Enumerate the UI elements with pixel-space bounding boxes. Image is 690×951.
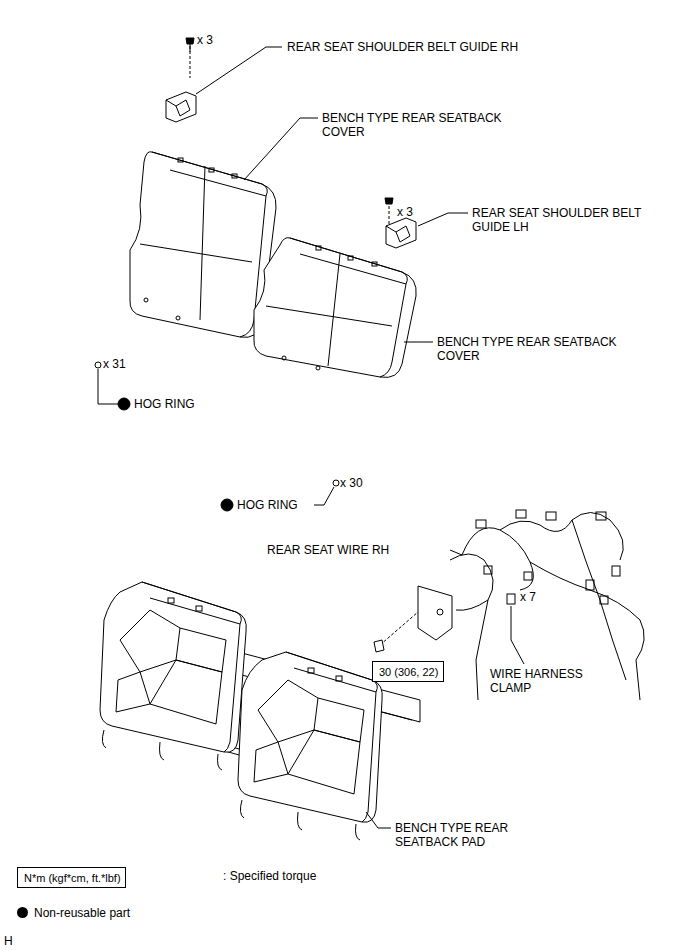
part-name: HOG RING [237, 498, 298, 512]
legend-swatch [17, 907, 28, 918]
part-name: REAR SEAT SHOULDER BELT GUIDE LH [472, 206, 662, 234]
part-name: HOG RING [134, 397, 195, 411]
leader-lines [98, 47, 524, 828]
torque-box: 30 (306, 22) [372, 661, 444, 682]
part-name: BENCH TYPE REAR SEATBACK PAD [395, 821, 555, 849]
belt-guide-rh [166, 38, 196, 122]
quantity: x 7 [520, 590, 536, 604]
legend-text: : Specified torque [223, 869, 316, 883]
quantity: x 3 [197, 33, 213, 47]
wire-harness [374, 510, 644, 700]
seatback-pad [100, 582, 420, 840]
seatback-cover-right [254, 238, 416, 378]
quantity: x 30 [340, 476, 363, 490]
box-text: 30 (306, 22) [379, 666, 437, 679]
belt-guide-lh [385, 198, 416, 248]
legend-text: Non-reusable part [34, 906, 130, 920]
part-name: BENCH TYPE REAR SEATBACK COVER [322, 111, 527, 139]
quantity: x 31 [103, 357, 126, 371]
box-text: N*m (kgf*cm, ft.*lbf) [24, 872, 119, 885]
torque-unit-box: N*m (kgf*cm, ft.*lbf) [17, 867, 126, 888]
part-name: BENCH TYPE REAR SEATBACK COVER [437, 335, 642, 363]
figure-code: H [4, 934, 13, 948]
part-name: REAR SEAT WIRE RH [267, 543, 389, 557]
part-name: WIRE HARNESS CLAMP [490, 667, 600, 695]
part-name: REAR SEAT SHOULDER BELT GUIDE RH [287, 40, 518, 54]
quantity: x 3 [397, 205, 413, 219]
